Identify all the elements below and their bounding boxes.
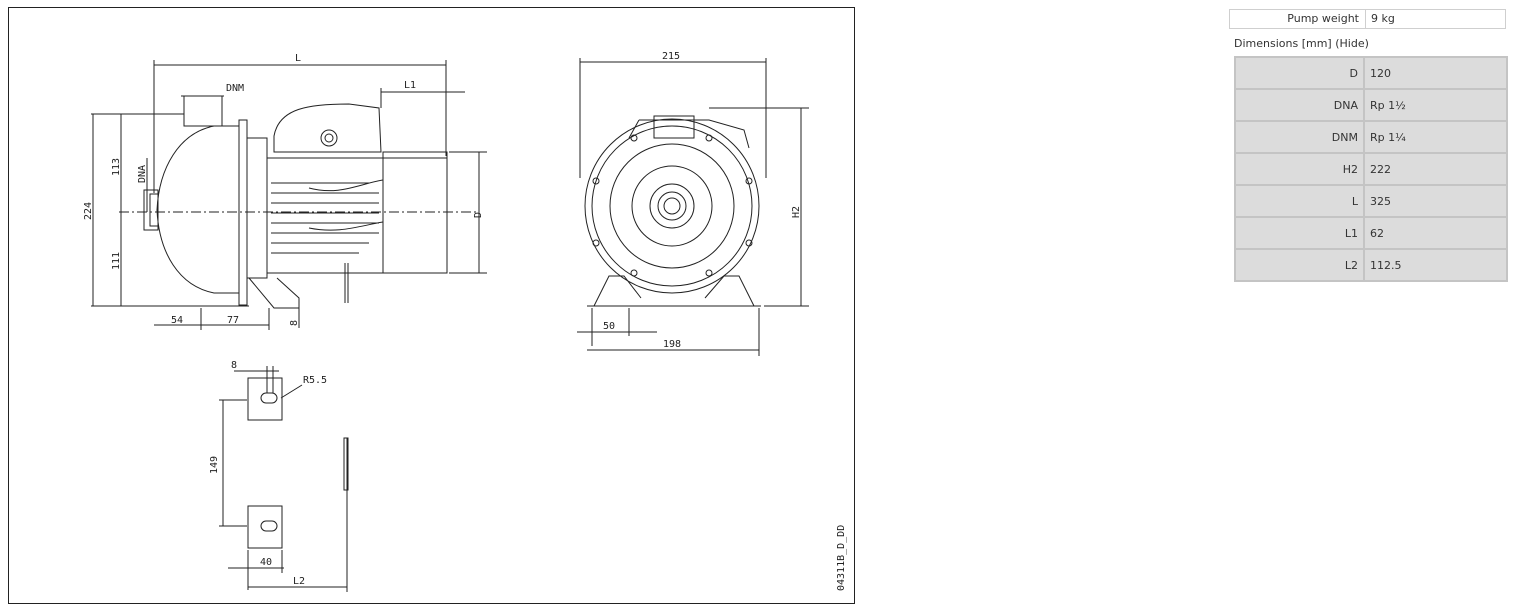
side-view-labels: L DNM L1 224 113 111 DNA D 54 77 8 [83, 53, 484, 326]
dim-value: 325 [1363, 184, 1508, 218]
foot-detail-labels: 8 R5.5 149 40 L2 04311B_D_DD [209, 360, 847, 591]
pump-weight-label: Pump weight [1230, 10, 1366, 28]
pump-weight-value: 9 kg [1371, 12, 1395, 25]
dim-key: L [1234, 184, 1365, 218]
dim-value: Rp 1½ [1363, 88, 1508, 122]
dim-value: 120 [1363, 56, 1508, 90]
dim-label-111: 111 [111, 252, 122, 270]
dim-label-h2: H2 [791, 206, 802, 218]
dim-label-54: 54 [171, 315, 183, 326]
hide-dimensions-link[interactable]: (Hide) [1335, 37, 1369, 50]
dim-label-l2: L2 [293, 576, 305, 587]
dimensions-header: Dimensions [mm] (Hide) [1234, 37, 1369, 51]
dim-label-198: 198 [663, 339, 681, 350]
side-view [91, 60, 487, 330]
dim-value: Rp 1¼ [1363, 120, 1508, 154]
dim-key: L1 [1234, 216, 1365, 250]
dim-value: 62 [1363, 216, 1508, 250]
front-view-labels: 215 H2 50 198 [603, 51, 802, 350]
dim-label-dna: DNA [137, 165, 148, 183]
dim-value: 222 [1363, 152, 1508, 186]
dimensions-title: Dimensions [mm] [1234, 37, 1332, 50]
dim-label-77: 77 [227, 315, 239, 326]
dim-value: 112.5 [1363, 248, 1508, 282]
dim-label-215: 215 [662, 51, 680, 62]
foot-detail [219, 366, 349, 592]
pump-drawing-svg: L DNM L1 224 113 111 DNA D 54 77 8 [83, 51, 847, 592]
dim-label-50: 50 [603, 321, 615, 332]
dim-label-l: L [295, 53, 301, 64]
dim-label-foot-8: 8 [231, 360, 237, 371]
dim-label-40: 40 [260, 557, 272, 568]
dim-label-l1: L1 [404, 80, 416, 91]
dim-label-8: 8 [289, 320, 300, 326]
drawing-code: 04311B_D_DD [836, 525, 847, 591]
dim-label-dnm: DNM [226, 83, 244, 94]
dimension-drawing: L DNM L1 224 113 111 DNA D 54 77 8 [8, 7, 855, 604]
pump-weight-row: Pump weight 9 kg [1229, 9, 1506, 29]
dim-label-r55: R5.5 [303, 375, 327, 386]
dim-label-224: 224 [83, 202, 94, 220]
dim-label-d: D [473, 212, 484, 218]
dim-label-113: 113 [111, 158, 122, 176]
dim-key: H2 [1234, 152, 1365, 186]
front-view [577, 58, 809, 356]
dim-key: D [1234, 56, 1365, 90]
dim-label-149: 149 [209, 456, 220, 474]
dim-key: DNM [1234, 120, 1365, 154]
dim-key: L2 [1234, 248, 1365, 282]
dim-key: DNA [1234, 88, 1365, 122]
